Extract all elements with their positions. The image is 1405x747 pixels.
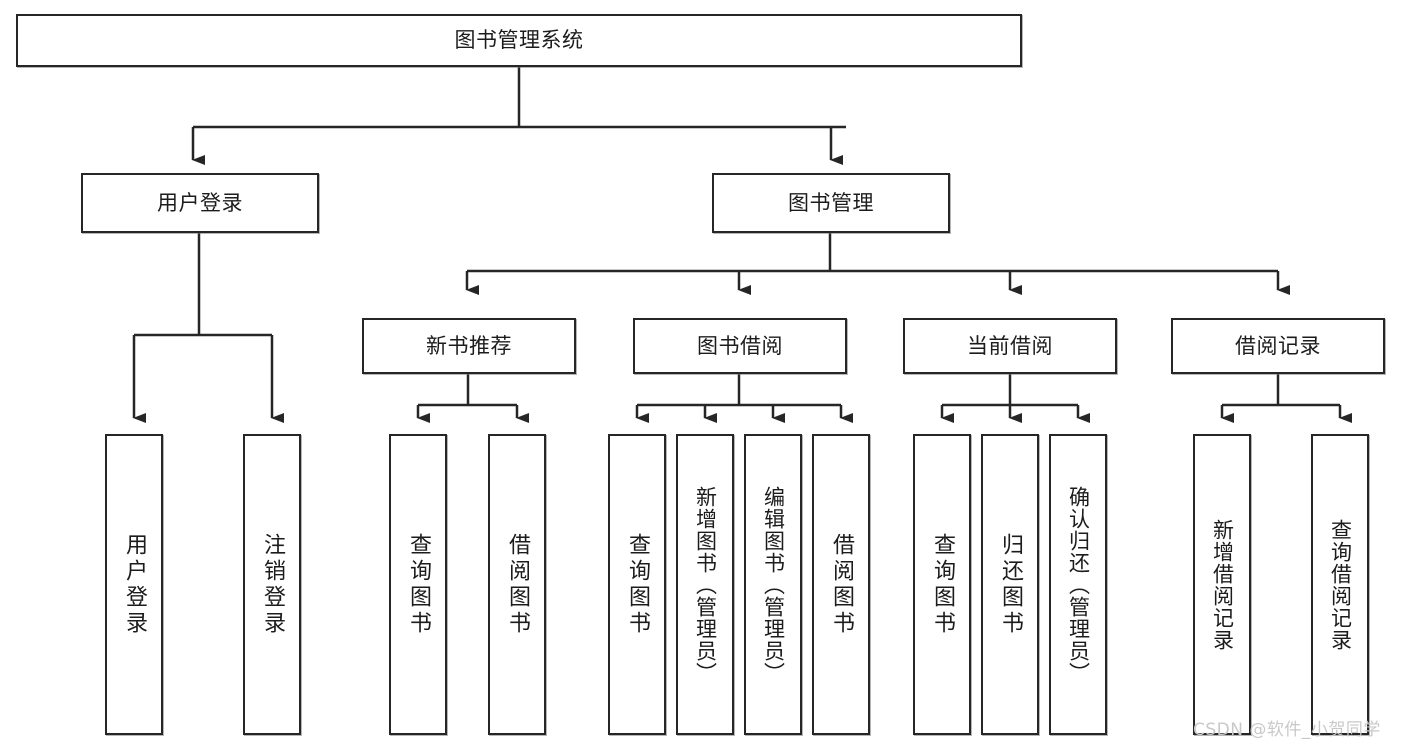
leaf-query-book-recommend[interactable]: 查询图书 bbox=[389, 434, 447, 735]
leaf-query-borrow-record[interactable]: 查询借阅记录 bbox=[1311, 434, 1369, 735]
leaf-query-book-borrow[interactable]: 查询图书 bbox=[608, 434, 666, 735]
node-label: 新增图书（管理员） bbox=[693, 485, 718, 684]
node-book-borrow[interactable]: 图书借阅 bbox=[633, 318, 847, 374]
node-label: 查询图书 bbox=[406, 532, 431, 637]
node-label: 用户登录 bbox=[157, 190, 243, 215]
node-label: 借阅图书 bbox=[829, 532, 854, 637]
node-current-borrow[interactable]: 当前借阅 bbox=[903, 318, 1117, 374]
node-label: 编辑图书（管理员） bbox=[761, 485, 786, 684]
csdn-watermark: CSDN @软件_小贺同学 bbox=[1193, 720, 1381, 740]
leaf-borrow-book[interactable]: 借阅图书 bbox=[812, 434, 870, 735]
node-label: 当前借阅 bbox=[967, 333, 1053, 358]
node-label: 查询借阅记录 bbox=[1328, 518, 1353, 651]
node-root-book-management-system[interactable]: 图书管理系统 bbox=[16, 14, 1022, 67]
leaf-confirm-return-admin[interactable]: 确认归还（管理员） bbox=[1049, 434, 1107, 735]
leaf-return-book[interactable]: 归还图书 bbox=[981, 434, 1039, 735]
leaf-user-login[interactable]: 用户登录 bbox=[105, 434, 163, 735]
node-new-book-recommend[interactable]: 新书推荐 bbox=[362, 318, 576, 374]
node-user-login[interactable]: 用户登录 bbox=[81, 173, 319, 233]
node-label: 确认归还（管理员） bbox=[1066, 485, 1091, 684]
leaf-add-borrow-record[interactable]: 新增借阅记录 bbox=[1193, 434, 1251, 735]
leaf-query-book-current[interactable]: 查询图书 bbox=[913, 434, 971, 735]
node-label: 新书推荐 bbox=[426, 333, 512, 358]
node-label: 查询图书 bbox=[625, 532, 650, 637]
node-label: 注销登录 bbox=[260, 532, 285, 637]
node-label: 图书借阅 bbox=[697, 333, 783, 358]
leaf-borrow-book-recommend[interactable]: 借阅图书 bbox=[488, 434, 546, 735]
leaf-logout[interactable]: 注销登录 bbox=[243, 434, 301, 735]
node-label: 新增借阅记录 bbox=[1210, 518, 1235, 651]
node-label: 查询图书 bbox=[930, 532, 955, 637]
node-label: 图书管理系统 bbox=[454, 28, 584, 53]
leaf-edit-book-admin[interactable]: 编辑图书（管理员） bbox=[744, 434, 802, 735]
leaf-add-book-admin[interactable]: 新增图书（管理员） bbox=[676, 434, 734, 735]
node-label: 图书管理 bbox=[788, 190, 874, 215]
node-label: 借阅图书 bbox=[505, 532, 530, 637]
node-label: 用户登录 bbox=[122, 532, 147, 637]
node-label: 借阅记录 bbox=[1235, 333, 1321, 358]
node-book-management[interactable]: 图书管理 bbox=[712, 173, 950, 233]
node-label: 归还图书 bbox=[998, 532, 1023, 637]
node-borrow-record[interactable]: 借阅记录 bbox=[1171, 318, 1385, 374]
